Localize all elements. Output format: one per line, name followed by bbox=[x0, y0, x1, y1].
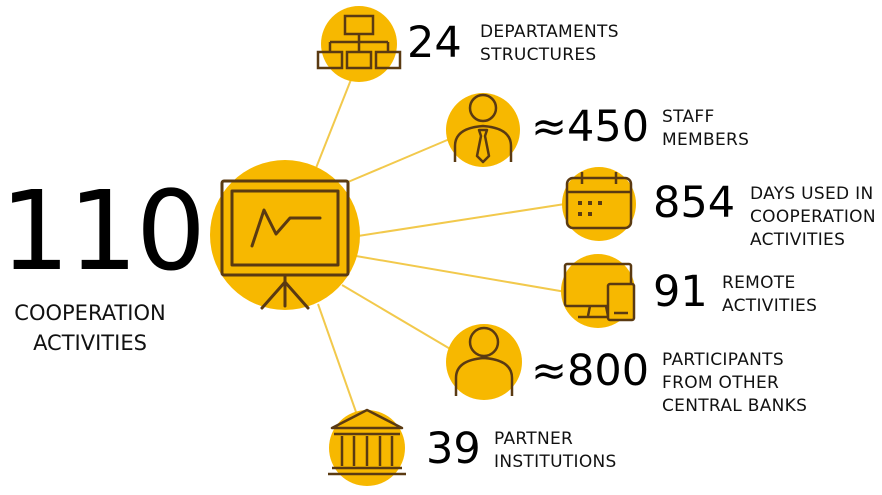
presentation-board-icon bbox=[210, 160, 360, 310]
connector-line bbox=[317, 303, 357, 413]
remote-label: REMOTE ACTIVITIES bbox=[722, 273, 818, 316]
connector-line bbox=[357, 203, 566, 237]
departments-label: DEPARTAMENTS STRUCTURES bbox=[480, 22, 619, 65]
main-label: COOPERATION ACTIVITIES bbox=[14, 301, 166, 355]
connector-line bbox=[347, 137, 453, 183]
staff-value: ≈450 bbox=[531, 102, 650, 152]
partners-label: PARTNER INSTITUTIONS bbox=[494, 429, 617, 472]
org-chart-icon bbox=[316, 6, 402, 82]
days-value: 854 bbox=[653, 178, 736, 228]
connector-lines bbox=[315, 71, 567, 413]
connector-line bbox=[315, 71, 355, 169]
calendar-icon bbox=[562, 167, 636, 241]
days-label: DAYS USED IN COOPERATION ACTIVITIES bbox=[750, 184, 876, 250]
staff-label: STAFF MEMBERS bbox=[662, 107, 750, 150]
bank-building-icon bbox=[328, 408, 406, 486]
partners-value: 39 bbox=[426, 424, 481, 474]
participants-label: PARTICIPANTS FROM OTHER CENTRAL BANKS bbox=[662, 350, 808, 416]
main-value: 110 bbox=[0, 167, 206, 295]
connector-line bbox=[355, 255, 567, 293]
participant-person-icon bbox=[446, 324, 522, 400]
departments-value: 24 bbox=[407, 18, 462, 68]
staff-person-icon bbox=[446, 93, 520, 167]
computer-devices-icon bbox=[561, 254, 636, 328]
participants-value: ≈800 bbox=[531, 346, 650, 396]
remote-value: 91 bbox=[653, 267, 708, 317]
connector-line bbox=[341, 284, 453, 351]
